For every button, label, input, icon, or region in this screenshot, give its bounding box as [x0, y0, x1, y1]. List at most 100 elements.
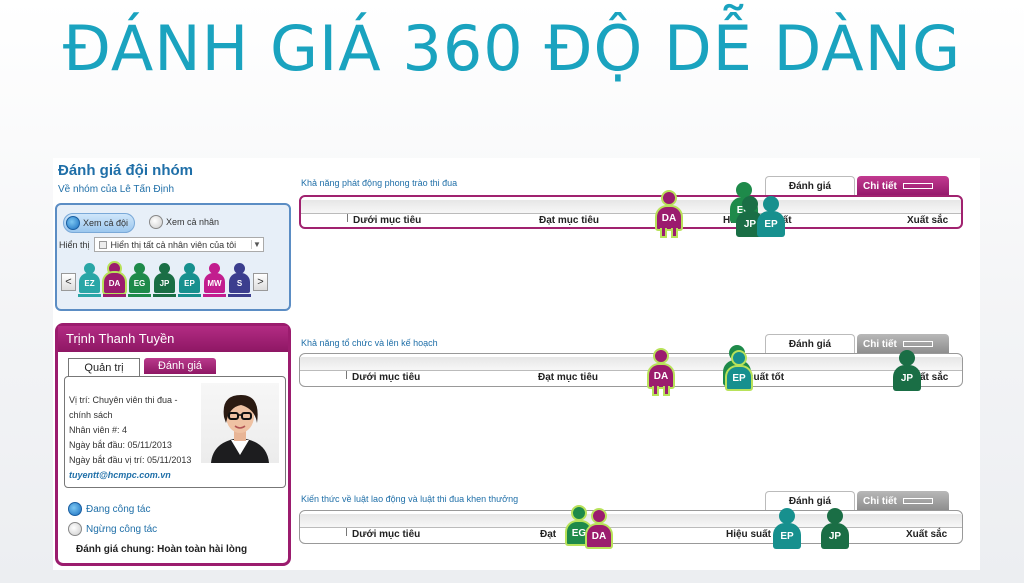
member-mw[interactable]: MW — [203, 263, 226, 297]
view-team-label: Xem cả đội — [83, 218, 129, 228]
member-bar — [153, 294, 176, 297]
person-leg — [663, 386, 670, 396]
tab-admin[interactable]: Quản trị — [68, 358, 140, 376]
team-subtitle: Về nhóm của Lê Tấn Định — [58, 184, 175, 195]
member-bar — [178, 294, 201, 297]
member-initials: MW — [204, 273, 225, 293]
team-selector: Xem cả đội Xem cả nhân Hiển thị Hiển thị… — [55, 203, 291, 311]
detail-bar-icon — [902, 341, 933, 347]
marker-da-s2[interactable]: DA — [645, 348, 677, 396]
tab-section-1-detail[interactable]: Chi tiết — [857, 176, 949, 196]
scale-label: Dưới mục tiêu — [352, 529, 421, 540]
tab-detail-label: Chi tiết — [863, 495, 897, 507]
person-icon — [184, 263, 195, 274]
scale-tick — [346, 371, 347, 379]
status-inactive-label: Ngừng công tác — [86, 523, 158, 535]
marker-ep-s2[interactable]: EP — [723, 350, 755, 398]
profile-position-start: Ngày bắt đầu vị trí: 05/11/2013 — [69, 455, 192, 465]
section-3-title: Kiến thức về luật lao động và luật thi đ… — [301, 494, 519, 504]
scale-label: Đạt mục tiêu — [539, 215, 600, 226]
tab-section-2-evaluation[interactable]: Đánh giá — [765, 334, 855, 354]
show-select[interactable]: Hiển thị tất cả nhân viên của tôi ▼ — [93, 237, 264, 252]
person-icon — [779, 508, 795, 524]
member-bar — [203, 294, 226, 297]
person-leg — [671, 228, 678, 238]
scale-label: Xuất sắc — [907, 215, 949, 226]
tab-detail-label: Chi tiết — [863, 338, 897, 350]
member-jp[interactable]: JP — [153, 263, 176, 297]
member-ep[interactable]: EP — [178, 263, 201, 297]
person-icon — [827, 508, 843, 524]
person-icon — [899, 350, 915, 366]
tab-section-2-detail[interactable]: Chi tiết — [857, 334, 949, 354]
member-s[interactable]: S — [228, 263, 251, 297]
rating-scale-3: Dưới mục tiêu Đạt Hiệu suất Xuất sắc — [299, 510, 963, 544]
marker-da-s1[interactable]: DA — [653, 190, 685, 238]
view-individual-label: Xem cả nhân — [166, 217, 220, 227]
person-icon — [731, 350, 747, 366]
member-initials: EP — [179, 273, 200, 293]
profile-email[interactable]: tuyentt@hcmpc.com.vn — [69, 470, 171, 480]
scale-label: Hiệu suất — [726, 529, 772, 540]
scale-label: Xuất sắc — [906, 529, 948, 540]
scale-track — [300, 357, 962, 371]
profile-card: Trịnh Thanh Tuyền Quản trị Đánh giá Vị t… — [55, 323, 291, 566]
person-leg — [660, 228, 667, 238]
show-select-value: Hiển thị tất cả nhân viên của tôi — [110, 239, 237, 250]
section-2-title: Khả năng tổ chức và lên kế hoạch — [301, 338, 438, 348]
marker-jp-s2[interactable]: JP — [891, 350, 923, 398]
view-team-radio[interactable]: Xem cả đội — [63, 213, 136, 233]
member-bar — [78, 294, 101, 297]
member-ez[interactable]: EZ — [78, 263, 101, 297]
profile-position: Vị trí: Chuyên viên thi đua - chính sách — [69, 395, 178, 420]
tab-section-3-evaluation[interactable]: Đánh giá — [765, 491, 855, 511]
person-icon — [591, 508, 607, 524]
tab-evaluation[interactable]: Đánh giá — [144, 358, 216, 374]
person-leg — [652, 386, 659, 396]
overall-rating: Đánh giá chung: Hoàn toàn hài lòng — [76, 544, 248, 555]
profile-photo — [201, 383, 279, 463]
scale-track — [301, 200, 961, 214]
marker-ep-s3[interactable]: EP — [771, 508, 803, 556]
marker-jp-s3[interactable]: JP — [819, 508, 851, 556]
member-da[interactable]: DA — [103, 263, 126, 297]
show-label: Hiển thị — [59, 239, 90, 250]
chevron-down-icon: ▼ — [250, 240, 263, 249]
scale-tick — [346, 528, 347, 536]
member-eg[interactable]: EG — [128, 263, 151, 297]
member-bar — [128, 294, 151, 297]
marker-initials: JP — [821, 523, 849, 549]
scale-label: Đạt — [540, 529, 557, 540]
tab-section-3-detail[interactable]: Chi tiết — [857, 491, 949, 511]
marker-initials: DA — [655, 205, 683, 231]
prev-button[interactable]: < — [61, 273, 76, 291]
person-icon — [109, 263, 120, 274]
member-initials: JP — [154, 273, 175, 293]
view-individual-radio[interactable]: Xem cả nhân — [147, 213, 225, 231]
member-bar — [103, 294, 126, 297]
profile-name: Trịnh Thanh Tuyền — [58, 326, 288, 352]
marker-initials: EP — [757, 211, 785, 237]
member-initials: EZ — [79, 273, 100, 293]
marker-da-s3[interactable]: DA — [583, 508, 615, 556]
status-inactive-option[interactable]: Ngừng công tác — [68, 522, 157, 536]
scale-tick — [347, 214, 348, 222]
marker-initials: JP — [893, 365, 921, 391]
person-icon — [159, 263, 170, 274]
marker-initials: DA — [647, 363, 675, 389]
next-button[interactable]: > — [253, 273, 268, 291]
person-icon — [763, 196, 779, 212]
scale-label: Dưới mục tiêu — [353, 215, 422, 226]
scale-label: ất sắc — [920, 372, 949, 383]
status-active-option[interactable]: Đang công tác — [68, 502, 151, 516]
section-1-title: Khả năng phát động phong trào thi đua — [301, 178, 458, 188]
person-icon — [134, 263, 145, 274]
tab-section-1-evaluation[interactable]: Đánh giá — [765, 176, 855, 196]
scale-track — [300, 514, 962, 528]
radio-on-icon — [66, 216, 80, 230]
member-bar — [228, 294, 251, 297]
profile-employee-no: Nhân viên #: 4 — [69, 425, 128, 435]
scale-label: suất tốt — [748, 372, 785, 383]
marker-ep-s1[interactable]: EP — [755, 196, 787, 244]
person-icon — [84, 263, 95, 274]
